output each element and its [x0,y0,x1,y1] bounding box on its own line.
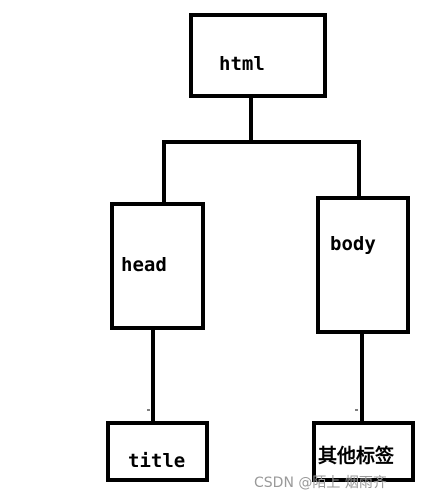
node-other-tags-label: 其他标签 [318,444,395,467]
node-title-box [106,421,209,482]
connectors [147,94,364,425]
node-html-box [189,13,327,98]
node-body: body [316,196,410,334]
node-head-box [110,202,205,330]
watermark-text: CSDN @陌上 烟雨齐 [254,475,387,491]
node-body-box [316,196,410,334]
node-title: title [106,421,209,482]
node-other-tags-box [312,421,415,482]
node-html-label: html [219,53,265,75]
node-body-label: body [330,233,376,255]
node-head: head [110,202,205,330]
node-title-label: title [128,450,185,472]
node-html: html [189,13,327,98]
node-other-tags: 其他标签 [312,421,415,482]
node-head-label: head [121,254,167,276]
